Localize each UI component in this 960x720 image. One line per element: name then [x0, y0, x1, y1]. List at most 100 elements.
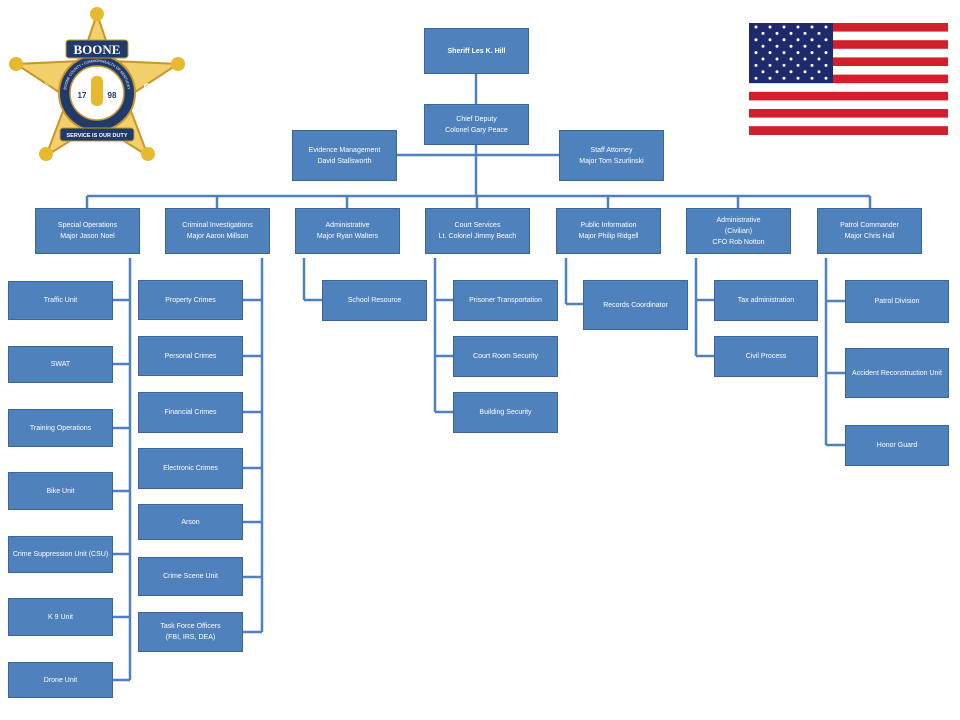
staff-attorney-box: Staff Attorney Major Tom Szurlinski — [559, 130, 664, 181]
unit-label: Bike Unit — [46, 487, 75, 495]
flag-star — [824, 38, 828, 42]
unit-label: Honor Guard — [876, 442, 918, 449]
flag-star — [768, 51, 772, 55]
flag-star — [782, 25, 786, 29]
flag-star — [775, 31, 779, 35]
flag-star — [768, 38, 772, 42]
unit-box: Tax administration — [714, 280, 818, 321]
flag-star — [768, 63, 772, 67]
flag-star — [817, 44, 821, 48]
unit-label: Arson — [181, 518, 200, 526]
flag-star — [796, 63, 800, 67]
sheriff-badge-logo: BOONE SHERIFF COUNTY BOONE COUNTY • COMM… — [9, 7, 185, 161]
flag-star — [824, 76, 828, 80]
division-title: Court Services — [454, 222, 501, 229]
flag-star — [803, 70, 807, 74]
flag-star — [761, 31, 765, 35]
unit-label: Personal Crimes — [164, 352, 217, 360]
flag-star — [817, 70, 821, 74]
flag-star — [824, 25, 828, 29]
flag-star — [789, 57, 793, 61]
flag-star — [782, 63, 786, 67]
unit-label: Patrol Division — [874, 298, 920, 305]
unit-label: Drone Unit — [43, 676, 78, 684]
unit-label: Prisoner Transportation — [469, 297, 542, 304]
flag-star — [796, 25, 800, 29]
flag-star — [775, 57, 779, 61]
unit-box: Honor Guard — [845, 425, 949, 466]
badge-name-top: BOONE — [74, 42, 121, 57]
flag-star — [824, 51, 828, 55]
flag-star — [761, 57, 765, 61]
flag-star — [782, 76, 786, 80]
division-criminal-investigations: Criminal Investigations Major Aaron Mill… — [165, 208, 270, 254]
unit-box: Financial Crimes — [138, 392, 243, 433]
unit-box: Task Force Officers (FBI, IRS, DEA) — [138, 612, 243, 652]
us-flag-image — [749, 23, 948, 135]
unit-box: Prisoner Transportation — [453, 280, 558, 321]
flag-star — [803, 44, 807, 48]
flag-star — [810, 51, 814, 55]
flag-star — [789, 70, 793, 74]
flag-star — [754, 51, 758, 55]
division-public-information: Public Information Major Philip Ridgell — [556, 208, 661, 254]
unit-label: SWAT — [50, 361, 71, 368]
division-head: Major Philip Ridgell — [578, 233, 639, 240]
unit-box: Traffic Unit — [8, 281, 113, 320]
chief-deputy-box: Chief Deputy Colonel Gary Peace — [424, 104, 529, 145]
flag-star — [810, 38, 814, 42]
unit-box: Drone Unit — [8, 662, 113, 698]
flag-star — [810, 76, 814, 80]
chief-deputy-title: Chief Deputy — [456, 115, 497, 123]
unit-label: Task Force Officers — [160, 623, 221, 630]
unit-label: School Resource — [347, 297, 402, 304]
badge-motto: SERVICE IS OUR DUTY — [66, 133, 127, 139]
unit-box: Civil Process — [714, 336, 818, 377]
staff-attorney-name: Major Tom Szurlinski — [579, 157, 644, 165]
flag-star — [775, 44, 779, 48]
badge-year-right: 98 — [108, 91, 117, 100]
unit-box: Building Security — [453, 392, 558, 433]
unit-label: Electronic Crimes — [163, 465, 218, 472]
unit-box: Property Crimes — [138, 280, 243, 320]
unit-label-sub: (FBI, IRS, DEA) — [165, 634, 216, 641]
flag-star — [782, 51, 786, 55]
chief-deputy-name: Colonel Gary Peace — [445, 126, 508, 134]
unit-label: Building Security — [479, 409, 532, 416]
unit-box: Training Operations — [8, 409, 113, 447]
flag-star — [803, 31, 807, 35]
unit-label: Tax administration — [737, 297, 795, 304]
unit-label: Property Crimes — [165, 296, 216, 304]
unit-label: Crime Scene Unit — [163, 573, 218, 580]
unit-box: Crime Suppression Unit (CSU) — [8, 536, 113, 573]
unit-box: Arson — [138, 504, 243, 540]
unit-box: Crime Scene Unit — [138, 557, 243, 596]
flag-star — [761, 70, 765, 74]
division-title: Patrol Commander — [840, 222, 899, 229]
evidence-management-title: Evidence Management — [308, 146, 381, 154]
unit-label: Court Room Security — [473, 353, 538, 360]
flag-star — [761, 44, 765, 48]
sheriff-name: Sheriff Les K. Hill — [447, 47, 506, 55]
division-title: Administrative — [716, 216, 761, 224]
unit-box: Electronic Crimes — [138, 448, 243, 489]
unit-label: Traffic Unit — [43, 297, 78, 304]
division-subtitle: (Civilian) — [724, 227, 753, 235]
unit-box: Patrol Division — [845, 280, 949, 323]
unit-box: Court Room Security — [453, 336, 558, 377]
unit-label: Accident Reconstruction Unit — [852, 369, 942, 377]
division-head: Major Ryan Walters — [316, 233, 379, 240]
division-head: Major Chris Hall — [844, 233, 895, 240]
flag-star — [782, 38, 786, 42]
unit-box: Bike Unit — [8, 472, 113, 510]
division-administrative-civilian: Administrative (Civilian) CFO Rob Notton — [686, 208, 791, 254]
division-court-services: Court Services Lt. Colonel Jimmy Beach — [425, 208, 530, 254]
flag-star — [754, 25, 758, 29]
unit-box: K 9 Unit — [8, 598, 113, 636]
division-title: Public Information — [580, 222, 637, 229]
division-head: Major Jason Noel — [60, 233, 115, 240]
sheriff-box: Sheriff Les K. Hill — [424, 28, 529, 74]
division-head: Major Aaron Millson — [186, 233, 249, 240]
unit-label: Records Coordinator — [603, 301, 668, 309]
